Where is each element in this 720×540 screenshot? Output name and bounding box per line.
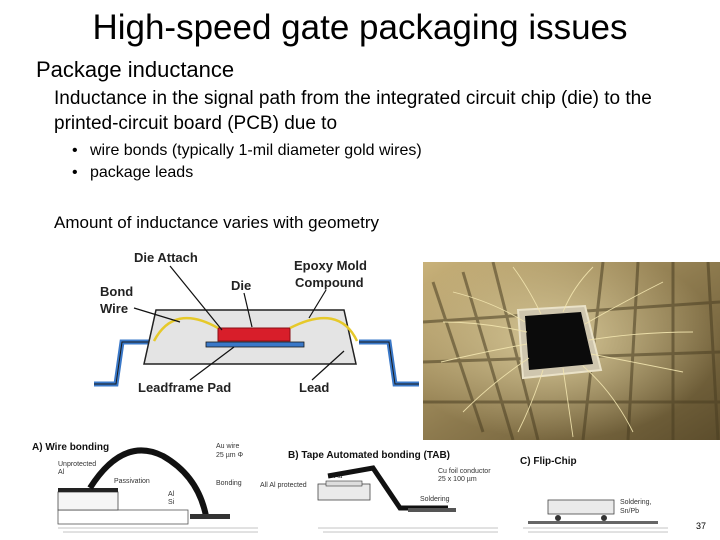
chip-photograph xyxy=(423,262,720,440)
label-unprotected-2: Al xyxy=(58,469,65,476)
label-die-attach: Die Attach xyxy=(134,250,198,265)
wire-bonding-title: A) Wire bonding xyxy=(32,442,109,453)
label-leadframe-pad: Leadframe Pad xyxy=(138,380,231,395)
label-al: Al xyxy=(168,491,175,498)
wire-bonding-panel: A) Wire bonding Au wire 25 µm Φ Unprotec… xyxy=(32,442,258,533)
leadframe-pad xyxy=(205,341,305,348)
label-cu-foil-2: 25 x 100 µm xyxy=(438,476,477,483)
page-number: 37 xyxy=(696,521,707,531)
label-flip-soldering-2: Sn/Pb xyxy=(620,508,639,515)
label-lead: Lead xyxy=(299,380,329,395)
bullet-text: package leads xyxy=(90,164,194,181)
label-bond-1: Bond xyxy=(100,284,133,299)
label-passivation: Passivation xyxy=(114,478,150,485)
label-tab-soldering: Soldering xyxy=(420,496,450,503)
body-text: Inductance in the signal path from the i… xyxy=(54,88,652,134)
tab-bonding-title: B) Tape Automated bonding (TAB) xyxy=(288,450,450,461)
label-au-wire-1: Au wire xyxy=(216,443,239,450)
label-all-al: All Al protected xyxy=(260,482,307,489)
label-epoxy-mold-2: Compound xyxy=(295,275,364,290)
left-lead xyxy=(94,339,152,387)
tab-bonding-panel: B) Tape Automated bonding (TAB) Cu foil … xyxy=(260,450,498,533)
label-unprotected-1: Unprotected xyxy=(58,461,96,468)
label-flip-soldering-1: Soldering, xyxy=(620,499,652,506)
bullet-item: • package leads xyxy=(72,163,193,183)
right-bond-wire xyxy=(289,316,359,342)
section-heading: Package inductance xyxy=(36,57,235,82)
label-bonding: Bonding xyxy=(216,480,242,487)
bullet-item: • wire bonds (typically 1-mil diameter go… xyxy=(72,141,422,161)
label-au-wire-2: 25 µm Φ xyxy=(216,452,244,459)
die xyxy=(217,327,291,342)
bonding-methods-diagram: A) Wire bonding Au wire 25 µm Φ Unprotec… xyxy=(32,442,668,533)
left-bond-wire xyxy=(152,316,219,342)
pointer-arrows xyxy=(133,265,345,381)
right-lead xyxy=(359,339,419,387)
label-bond-2: Wire xyxy=(100,301,128,316)
package-cross-section-diagram: Die Attach Epoxy Mold Compound Bond Wire… xyxy=(94,250,419,395)
bullet-icon: • xyxy=(72,142,78,159)
label-epoxy-mold-1: Epoxy Mold xyxy=(294,258,367,273)
flip-chip-title: C) Flip-Chip xyxy=(520,456,577,467)
flip-chip-panel: C) Flip-Chip Soldering, Sn/Pb xyxy=(520,456,668,533)
bullet-icon: • xyxy=(72,164,78,181)
label-die: Die xyxy=(231,278,251,293)
label-si: Si xyxy=(168,499,175,506)
geometry-note: Amount of inductance varies with geometr… xyxy=(54,213,380,232)
bullet-text: wire bonds (typically 1-mil diameter gol… xyxy=(90,142,422,159)
label-cu-foil-1: Cu foil conductor xyxy=(438,468,491,475)
slide-title: High-speed gate packaging issues xyxy=(92,8,628,47)
